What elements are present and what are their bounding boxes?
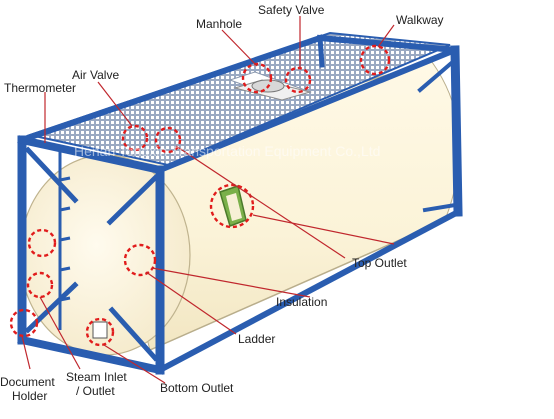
iso-frame <box>17 34 463 375</box>
label-thermometer: Thermometer <box>4 81 76 95</box>
callout-insulation <box>209 183 255 229</box>
leader-lines <box>21 16 395 384</box>
callout-safety-valve <box>284 66 312 94</box>
label-walkway: Walkway <box>396 13 444 27</box>
document-box <box>92 321 108 339</box>
label-ladder: Ladder <box>238 332 275 346</box>
callout-circles <box>9 44 391 347</box>
insulation-patch <box>219 185 247 227</box>
label-steam-2: / Outlet <box>76 384 115 398</box>
callout-steam <box>26 271 54 299</box>
callout-bottom-outlet <box>85 317 115 347</box>
label-insulation: Insulation <box>276 295 327 309</box>
callout-ladder <box>123 243 157 277</box>
ladder <box>58 148 71 330</box>
label-document-2: Holder <box>12 389 47 403</box>
callout-walkway <box>359 44 391 76</box>
callout-manhole <box>241 62 273 94</box>
callout-document-holder <box>9 308 39 338</box>
label-bottom-outlet: Bottom Outlet <box>160 381 234 395</box>
callout-thermometer <box>154 126 182 154</box>
label-manhole: Manhole <box>196 17 242 31</box>
callout-end-valve <box>27 228 57 258</box>
label-steam-1: Steam Inlet <box>66 370 127 384</box>
label-document-1: Document <box>0 375 55 389</box>
label-top-outlet: Top Outlet <box>352 256 407 270</box>
label-safety-valve: Safety Valve <box>258 3 325 17</box>
watermark: Henan Tongxin Transportation Equipment C… <box>74 143 380 159</box>
callout-air-valve <box>121 124 149 152</box>
label-air-valve: Air Valve <box>72 68 119 82</box>
